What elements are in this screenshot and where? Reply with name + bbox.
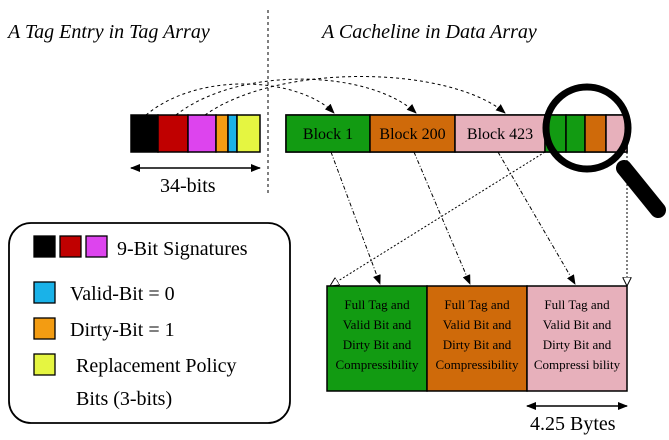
magnifier-icon [542, 83, 666, 218]
cacheline-meta-3 [584, 114, 607, 153]
zoom-box-1 [326, 285, 428, 392]
arrow-to-block-200 [175, 78, 417, 116]
zoom-box-1-line-2: Valid Bit and [343, 317, 412, 332]
tag-entry-heading: A Tag Entry in Tag Array [6, 21, 210, 43]
zoom-box-2 [426, 285, 528, 392]
legend-swatch-2-1 [33, 281, 56, 304]
cacheline-block-label-2: Block 200 [379, 126, 445, 143]
cacheline: Block 1 Block 200 Block 423 [285, 114, 628, 153]
zoom-box-3-line-4: Compressi bility [534, 357, 621, 372]
tag-segment-dirty-bit [215, 114, 229, 153]
tag-segment-replacement-bits [236, 114, 261, 153]
legend-swatch-3-1 [33, 317, 56, 340]
legend-box [8, 222, 291, 424]
legend-label-5: Bits (3-bits) [76, 388, 172, 410]
zoom-box-2-line-2: Valid Bit and [443, 317, 512, 332]
arrow-to-block-423 [204, 76, 506, 116]
zoom-box-3-line-2: Valid Bit and [543, 317, 612, 332]
arrow-to-block-1 [145, 83, 335, 116]
cacheline-block-1 [285, 114, 371, 153]
arrow-to-zoom-3 [497, 151, 576, 285]
zoom-arrows [330, 151, 576, 285]
tag-width-label: 34-bits [160, 175, 216, 197]
cacheline-block-label-1: Block 1 [303, 126, 353, 143]
legend-swatch-4-1 [33, 353, 56, 376]
zoom-box-1-line-1: Full Tag and [344, 297, 410, 312]
legend-label-3: Dirty-Bit = 1 [70, 319, 175, 341]
legend-label-2: Valid-Bit = 0 [70, 283, 175, 305]
legend-label-4: Replacement Policy [76, 355, 237, 377]
zoom-box-1-line-3: Dirty Bit and [343, 337, 412, 352]
cacheline-block-label-3: Block 423 [467, 126, 533, 143]
legend-swatch-1-1 [33, 235, 56, 258]
tag-segment-signature-3 [187, 114, 217, 153]
zoom-box-2-line-1: Full Tag and [444, 297, 510, 312]
tag-segment-signature-1 [130, 114, 159, 153]
zoom-box-3 [526, 285, 628, 392]
zoom-width-label: 4.25 Bytes [530, 413, 616, 435]
tag-to-block-arrows [145, 76, 506, 116]
legend-label-1: 9-Bit Signatures [117, 238, 248, 260]
arrow-to-zoom-1 [330, 151, 381, 285]
zoom-box-3-line-3: Dirty Bit and [543, 337, 612, 352]
legend-swatch-1-2 [59, 235, 82, 258]
zoom-left-extent [330, 151, 546, 286]
arrow-to-zoom-2 [413, 151, 471, 285]
zoom-box-2-line-3: Dirty Bit and [443, 337, 512, 352]
tag-entry [130, 114, 261, 153]
legend-swatch-1-3 [85, 235, 108, 258]
zoom-box-3-line-1: Full Tag and [544, 297, 610, 312]
zoom-box-2-line-4: Compressibility [435, 357, 519, 372]
tag-segment-signature-2 [157, 114, 189, 153]
zoom-box-1-line-4: Compressibility [335, 357, 419, 372]
tag-segment-valid-bit [227, 114, 238, 153]
cacheline-meta-2 [565, 114, 586, 153]
cacheline-heading: A Cacheline in Data Array [320, 21, 537, 43]
